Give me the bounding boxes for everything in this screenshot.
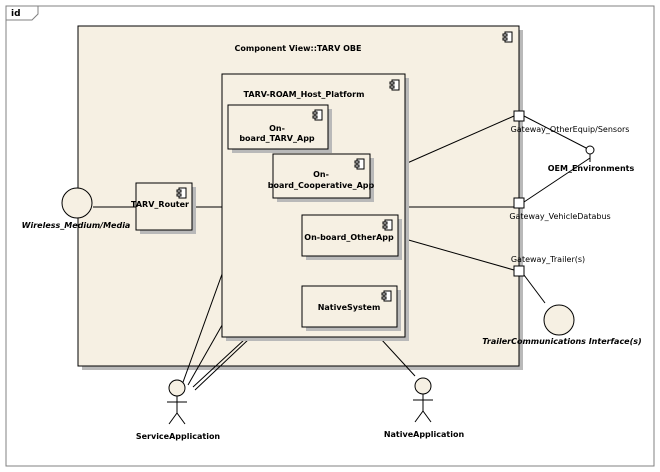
- oem-interface-symbol[interactable]: [585, 145, 595, 155]
- frame-label: id: [11, 9, 21, 19]
- trailer-comms-interface-label: TrailerCommunications Interface(s): [482, 337, 641, 346]
- coop-app-label-line1: On-: [313, 170, 329, 179]
- component-icon: [176, 187, 187, 199]
- native-application-label: NativeApplication: [384, 430, 465, 439]
- host-platform-title: TARV-ROAM_Host_Platform: [244, 90, 365, 99]
- other-app-component[interactable]: [301, 214, 399, 257]
- wireless-interface-label: Wireless_Medium/Media: [22, 221, 131, 230]
- wireless-interface[interactable]: [61, 187, 93, 219]
- trailer-comms-interface[interactable]: [543, 304, 575, 336]
- oem-interface-label: OEM_Environments: [548, 164, 635, 173]
- port-other-equip-label: Gateway_OtherEquip/Sensors: [511, 125, 630, 134]
- port-trailer[interactable]: [513, 265, 525, 277]
- coop-app-component[interactable]: [272, 153, 371, 199]
- component-icon: [502, 31, 513, 43]
- component-icon: [354, 158, 365, 170]
- component-icon: [312, 109, 323, 121]
- coop-app-label-line2: board_Cooperative_App: [268, 181, 375, 190]
- native-system-component[interactable]: [301, 285, 398, 328]
- tarv-app-label-line2: board_TARV_App: [239, 134, 315, 143]
- port-vehicle-databus-label: Gateway_VehicleDatabus: [509, 212, 610, 221]
- native-system-label: NativeSystem: [318, 303, 381, 312]
- outer-component-title: Component View::TARV OBE: [235, 44, 362, 53]
- tarv-app-component[interactable]: [227, 104, 329, 150]
- other-app-label: On-board_OtherApp: [304, 233, 394, 242]
- native-application-actor[interactable]: [413, 377, 433, 423]
- port-vehicle-databus[interactable]: [513, 197, 525, 209]
- port-trailer-label: Gateway_Trailer(s): [511, 255, 585, 264]
- router-label: TARV_Router: [131, 200, 189, 209]
- tarv-app-label-line1: On-: [269, 124, 285, 133]
- diagram-frame: [5, 5, 655, 467]
- service-application-label: ServiceApplication: [136, 432, 221, 441]
- frame-tab: [6, 6, 39, 21]
- port-other-equip[interactable]: [513, 110, 525, 122]
- component-icon: [381, 290, 392, 302]
- component-icon: [389, 79, 400, 91]
- service-application-actor[interactable]: [167, 379, 187, 425]
- component-icon: [382, 219, 393, 231]
